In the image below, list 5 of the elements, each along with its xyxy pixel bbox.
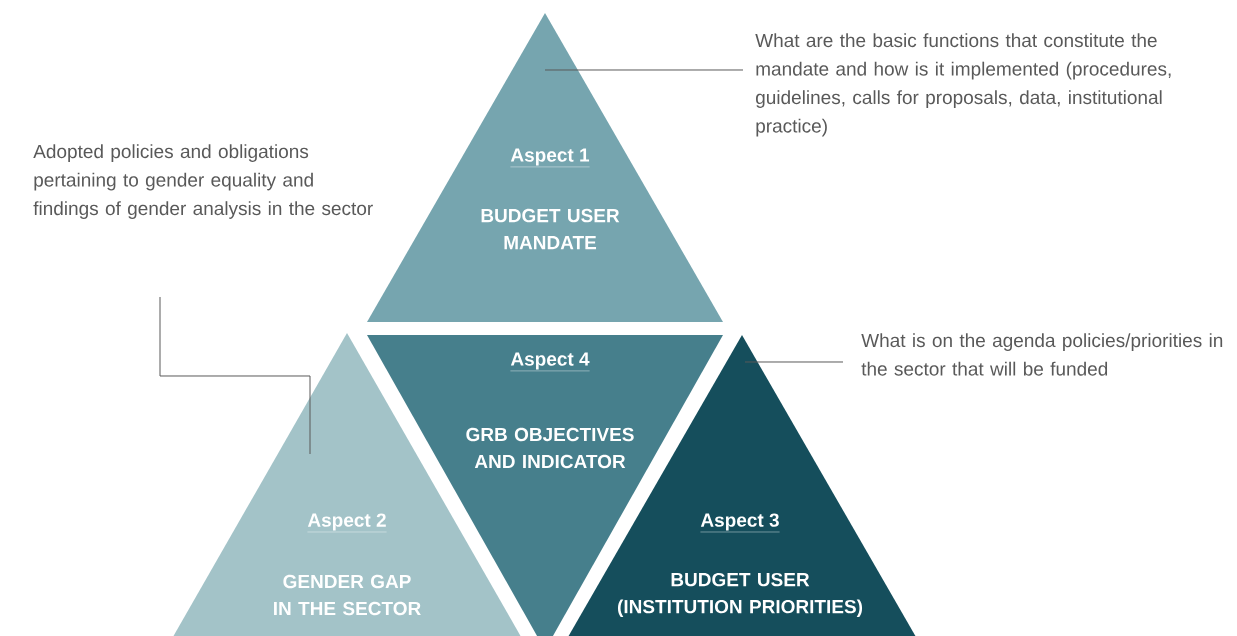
note-text: What are the basic functions that constitute the mandate and how is it implemented (procedures, guidelines, calls for proposals, data, institutional practice) [755, 33, 1171, 137]
leader-line [544, 69, 744, 71]
leader-line [744, 361, 844, 363]
note-text: What is on the agenda policies/priorities in the sector that will be funded [861, 333, 1223, 376]
leader-line [159, 296, 311, 455]
